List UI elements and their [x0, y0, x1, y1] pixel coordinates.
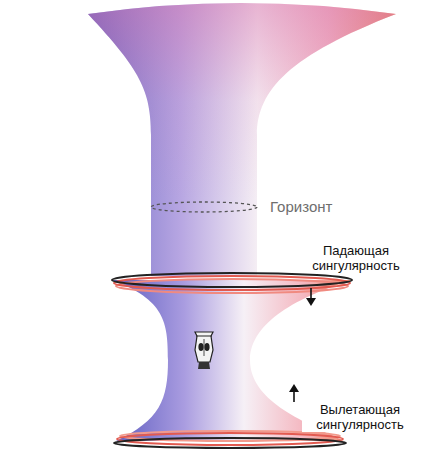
direction-arrows: [289, 288, 316, 402]
horizon-line: [151, 202, 257, 212]
spaceship-icon: [195, 332, 213, 369]
outgoing-singularity-label: Вылетающая сингулярность: [302, 402, 418, 432]
horizon-label: Горизонт: [268, 198, 334, 215]
falling-singularity-label: Падающая сингулярность: [298, 243, 414, 273]
falling-singularity-ring: [112, 273, 352, 293]
upper-funnel: [88, 3, 396, 276]
outgoing-singularity-ring: [114, 431, 346, 448]
